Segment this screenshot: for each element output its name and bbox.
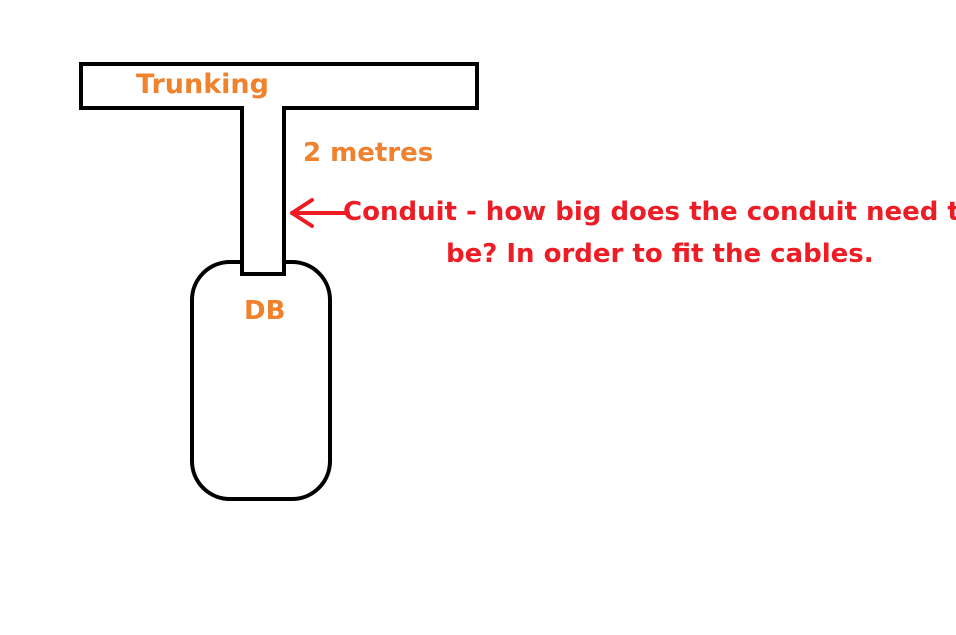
conduit-length-label: 2 metres (303, 138, 434, 168)
annotation-line-1: Conduit - how big does the conduit need … (343, 197, 956, 227)
distribution-board-box (190, 260, 332, 501)
trunking-label: Trunking (136, 69, 269, 100)
db-label: DB (244, 296, 286, 326)
conduit-pipe (240, 106, 286, 276)
annotation-line-2: be? In order to fit the cables. (446, 239, 874, 269)
left-arrow-icon (290, 198, 350, 228)
